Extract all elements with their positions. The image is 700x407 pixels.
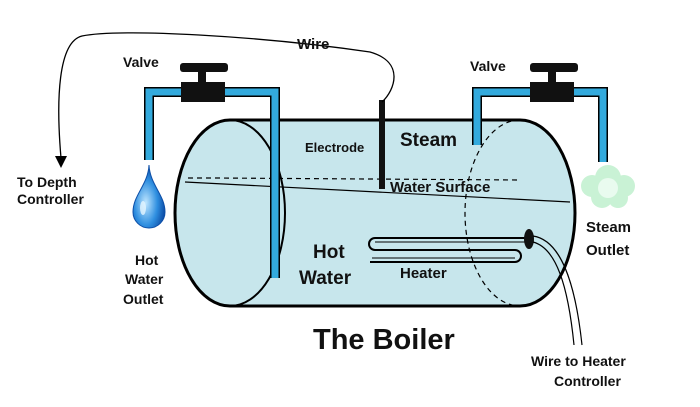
steam-label: Steam xyxy=(400,130,457,151)
heater-label: Heater xyxy=(400,265,447,282)
heater-controller-wires xyxy=(532,235,583,346)
steam-cloud xyxy=(581,165,635,208)
steam-outlet-label-2: Outlet xyxy=(586,242,629,259)
valve-right-label: Valve xyxy=(470,58,506,74)
valve-left-label: Valve xyxy=(123,54,159,70)
steam-outlet-label-1: Steam xyxy=(586,219,631,236)
right-valve xyxy=(530,63,578,102)
heater-coil xyxy=(368,229,534,263)
boiler-tank xyxy=(173,118,577,308)
hot-water-label-2: Water xyxy=(299,268,352,289)
depth-controller-wire xyxy=(55,32,395,168)
water-surface-label: Water Surface xyxy=(390,179,490,196)
droplet-highlight xyxy=(140,201,146,215)
wire-label: Wire xyxy=(297,36,329,53)
to-depth-label-2: Controller xyxy=(17,191,84,207)
electrode-label: Electrode xyxy=(305,140,364,155)
electrode xyxy=(379,100,385,189)
water-droplet xyxy=(132,164,166,229)
boiler-title: The Boiler xyxy=(313,324,455,356)
hot-water-outlet-label-2: Water xyxy=(125,271,164,287)
hot-water-outlet-label-1: Hot xyxy=(135,252,159,268)
left-valve xyxy=(180,63,228,102)
wire-to-heater-label-2: Controller xyxy=(554,373,621,389)
hot-water-outlet-label-3: Outlet xyxy=(123,291,164,307)
wire-to-heater-label-1: Wire to Heater xyxy=(531,353,626,369)
hot-water-label-1: Hot xyxy=(313,242,345,263)
to-depth-label-1: To Depth xyxy=(17,174,77,190)
water-surface-lines xyxy=(184,177,571,203)
